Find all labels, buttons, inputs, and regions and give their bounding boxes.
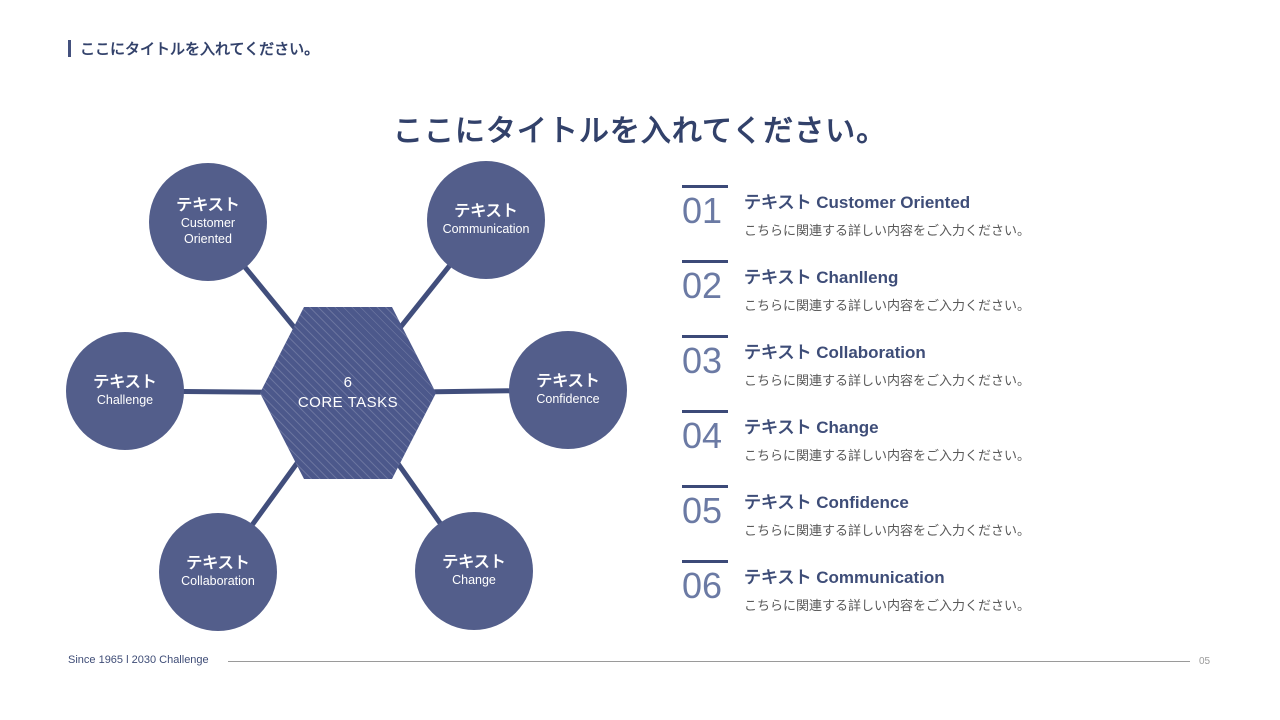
item-title: テキスト Communication — [744, 568, 945, 587]
footer-tagline: Since 1965 l 2030 Challenge — [68, 654, 209, 666]
item-divider — [682, 485, 728, 488]
item-number: 05 — [682, 490, 723, 531]
item-divider — [682, 260, 728, 263]
page-number: 05 — [1199, 656, 1211, 667]
list-item-04: 04 テキスト Change こちらに関連する詳しい内容をご入力ください。 — [682, 410, 1082, 485]
item-description: こちらに関連する詳しい内容をご入力ください。 — [744, 448, 1031, 463]
item-title: テキスト Chanlleng — [744, 268, 899, 287]
item-number: 03 — [682, 340, 723, 381]
item-number: 02 — [682, 265, 723, 306]
node-label-en: Collaboration — [181, 574, 255, 589]
item-description: こちらに関連する詳しい内容をご入力ください。 — [744, 223, 1031, 238]
core-tasks-hexagon: 6 CORE TASKS — [260, 307, 436, 479]
node-label-en: Oriented — [184, 232, 232, 246]
header-accent-bar — [68, 40, 71, 57]
list-item-06: 06 テキスト Communication こちらに関連する詳しい内容をご入力く… — [682, 560, 1082, 635]
hexagon-label-count: 6 — [343, 373, 353, 391]
page-title: ここにタイトルを入れてください。 — [392, 115, 888, 148]
diagram-node-confidence: テキスト Confidence — [509, 331, 627, 449]
hexagon-label-text: CORE TASKS — [297, 394, 399, 411]
item-divider — [682, 410, 728, 413]
item-title: テキスト Collaboration — [744, 343, 926, 362]
node-label-jp: テキスト — [186, 555, 250, 573]
list-item-05: 05 テキスト Confidence こちらに関連する詳しい内容をご入力ください… — [682, 485, 1082, 560]
node-label-en: Customer — [180, 216, 236, 231]
header-title: ここにタイトルを入れてください。 — [80, 41, 320, 58]
item-divider — [682, 185, 728, 188]
item-description: こちらに関連する詳しい内容をご入力ください。 — [744, 523, 1031, 538]
node-label-jp: テキスト — [93, 374, 157, 392]
item-number: 01 — [682, 190, 723, 231]
node-label-en: Communication — [442, 222, 530, 237]
node-label-jp: テキスト — [442, 554, 506, 572]
diagram-node-challenge: テキスト Challenge — [66, 332, 184, 450]
list-item-03: 03 テキスト Collaboration こちらに関連する詳しい内容をご入力く… — [682, 335, 1082, 410]
item-title: テキスト Confidence — [744, 493, 909, 512]
core-tasks-diagram: 6 CORE TASKS テキスト Customer Oriented テキスト… — [60, 155, 660, 645]
node-label-en: Change — [452, 573, 496, 588]
numbered-list: 01 テキスト Customer Oriented こちらに関連する詳しい内容を… — [682, 185, 1082, 635]
diagram-node-change: テキスト Change — [415, 512, 533, 630]
item-number: 06 — [682, 565, 723, 606]
node-label-en: Confidence — [536, 392, 600, 407]
slide-header: ここにタイトルを入れてください。 — [68, 38, 319, 59]
item-divider — [682, 335, 728, 338]
node-label-en: Challenge — [96, 393, 154, 408]
item-description: こちらに関連する詳しい内容をご入力ください。 — [744, 298, 1031, 313]
item-title: テキスト Customer Oriented — [744, 193, 971, 212]
list-item-02: 02 テキスト Chanlleng こちらに関連する詳しい内容をご入力ください。 — [682, 260, 1082, 335]
node-label-jp: テキスト — [454, 203, 518, 221]
footer-divider-line — [228, 661, 1190, 662]
item-number: 04 — [682, 415, 723, 456]
diagram-node-collaboration: テキスト Collaboration — [159, 513, 277, 631]
diagram-node-customer-oriented: テキスト Customer Oriented — [149, 163, 267, 281]
list-item-01: 01 テキスト Customer Oriented こちらに関連する詳しい内容を… — [682, 185, 1082, 260]
item-divider — [682, 560, 728, 563]
diagram-node-communication: テキスト Communication — [427, 161, 545, 279]
node-label-jp: テキスト — [176, 197, 240, 215]
item-description: こちらに関連する詳しい内容をご入力ください。 — [744, 598, 1031, 613]
node-label-jp: テキスト — [536, 373, 600, 391]
item-title: テキスト Change — [744, 418, 879, 437]
item-description: こちらに関連する詳しい内容をご入力ください。 — [744, 373, 1031, 388]
